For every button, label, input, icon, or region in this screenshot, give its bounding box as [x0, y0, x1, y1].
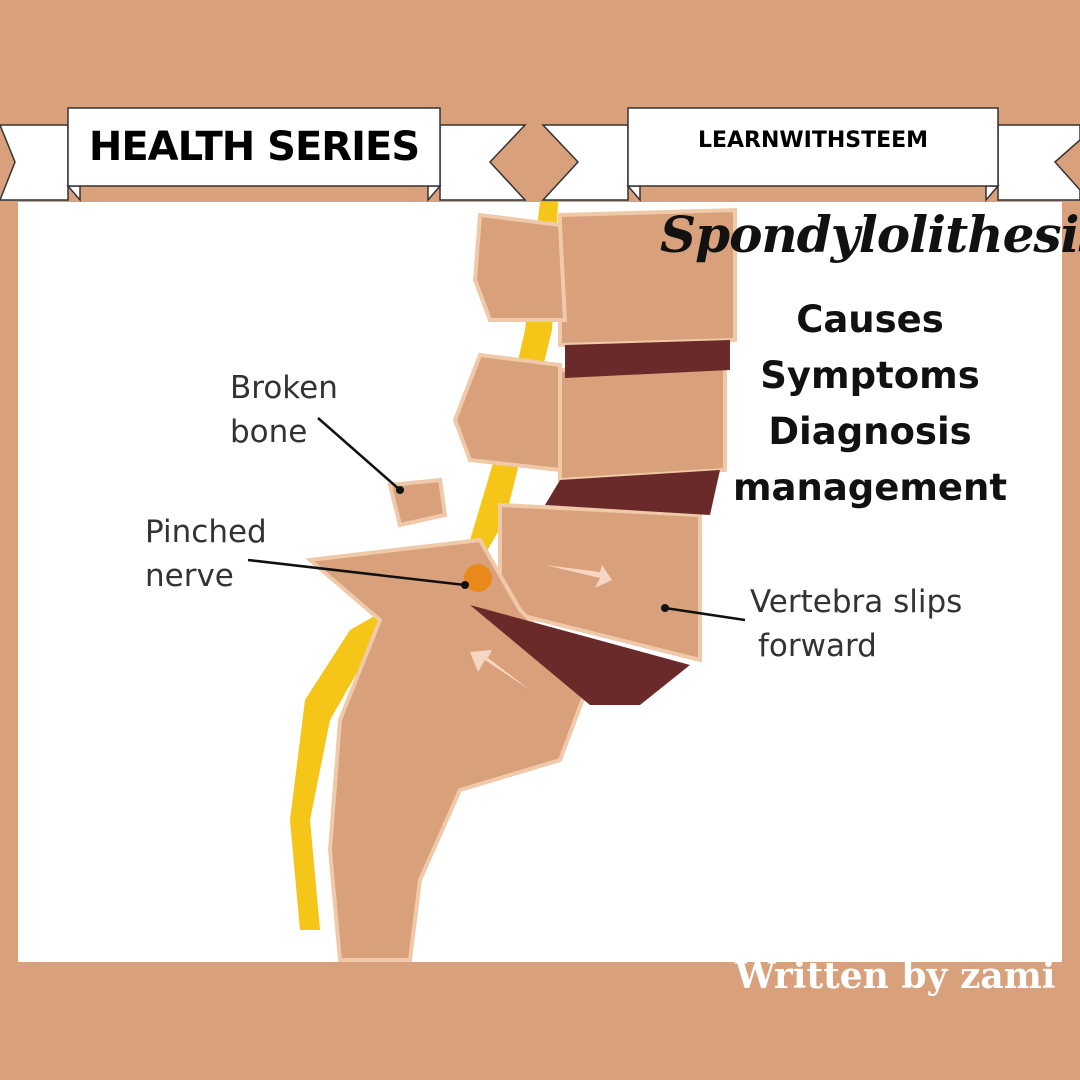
topic-item: Diagnosis: [768, 410, 972, 453]
label-pinched-nerve: Pinched nerve: [145, 510, 267, 598]
topic-item: Symptoms: [760, 354, 980, 397]
page-title: Spondylolithesis: [660, 205, 1080, 264]
label-line: Pinched: [145, 514, 267, 550]
author-credit: Written by zami: [735, 955, 1056, 997]
label-broken-bone: Broken bone: [230, 366, 338, 454]
label-line: nerve: [145, 558, 234, 594]
topic-item: Causes: [796, 298, 944, 341]
health-series-banner: HEALTH SERIES: [88, 124, 420, 170]
ribbon-banners: [0, 107, 1080, 203]
upward-arrow: [470, 650, 530, 690]
disc-3: [470, 605, 690, 705]
label-line: Broken: [230, 370, 338, 406]
vertebra-2: [558, 362, 727, 483]
label-vertebra-slips: Vertebra slips forward: [750, 580, 962, 668]
disc-2: [545, 470, 720, 515]
topic-item: management: [732, 466, 1008, 509]
pinched-nerve-spot: [464, 564, 492, 592]
label-line: bone: [230, 414, 308, 450]
label-line: Vertebra slips: [750, 584, 963, 620]
topic-list: Causes Symptoms Diagnosis management: [720, 292, 1020, 516]
label-line: forward: [758, 628, 877, 664]
disc-1: [565, 340, 730, 378]
learnwithsteem-banner: LEARNWITHSTEEM: [697, 128, 929, 153]
forward-arrow: [545, 565, 612, 588]
